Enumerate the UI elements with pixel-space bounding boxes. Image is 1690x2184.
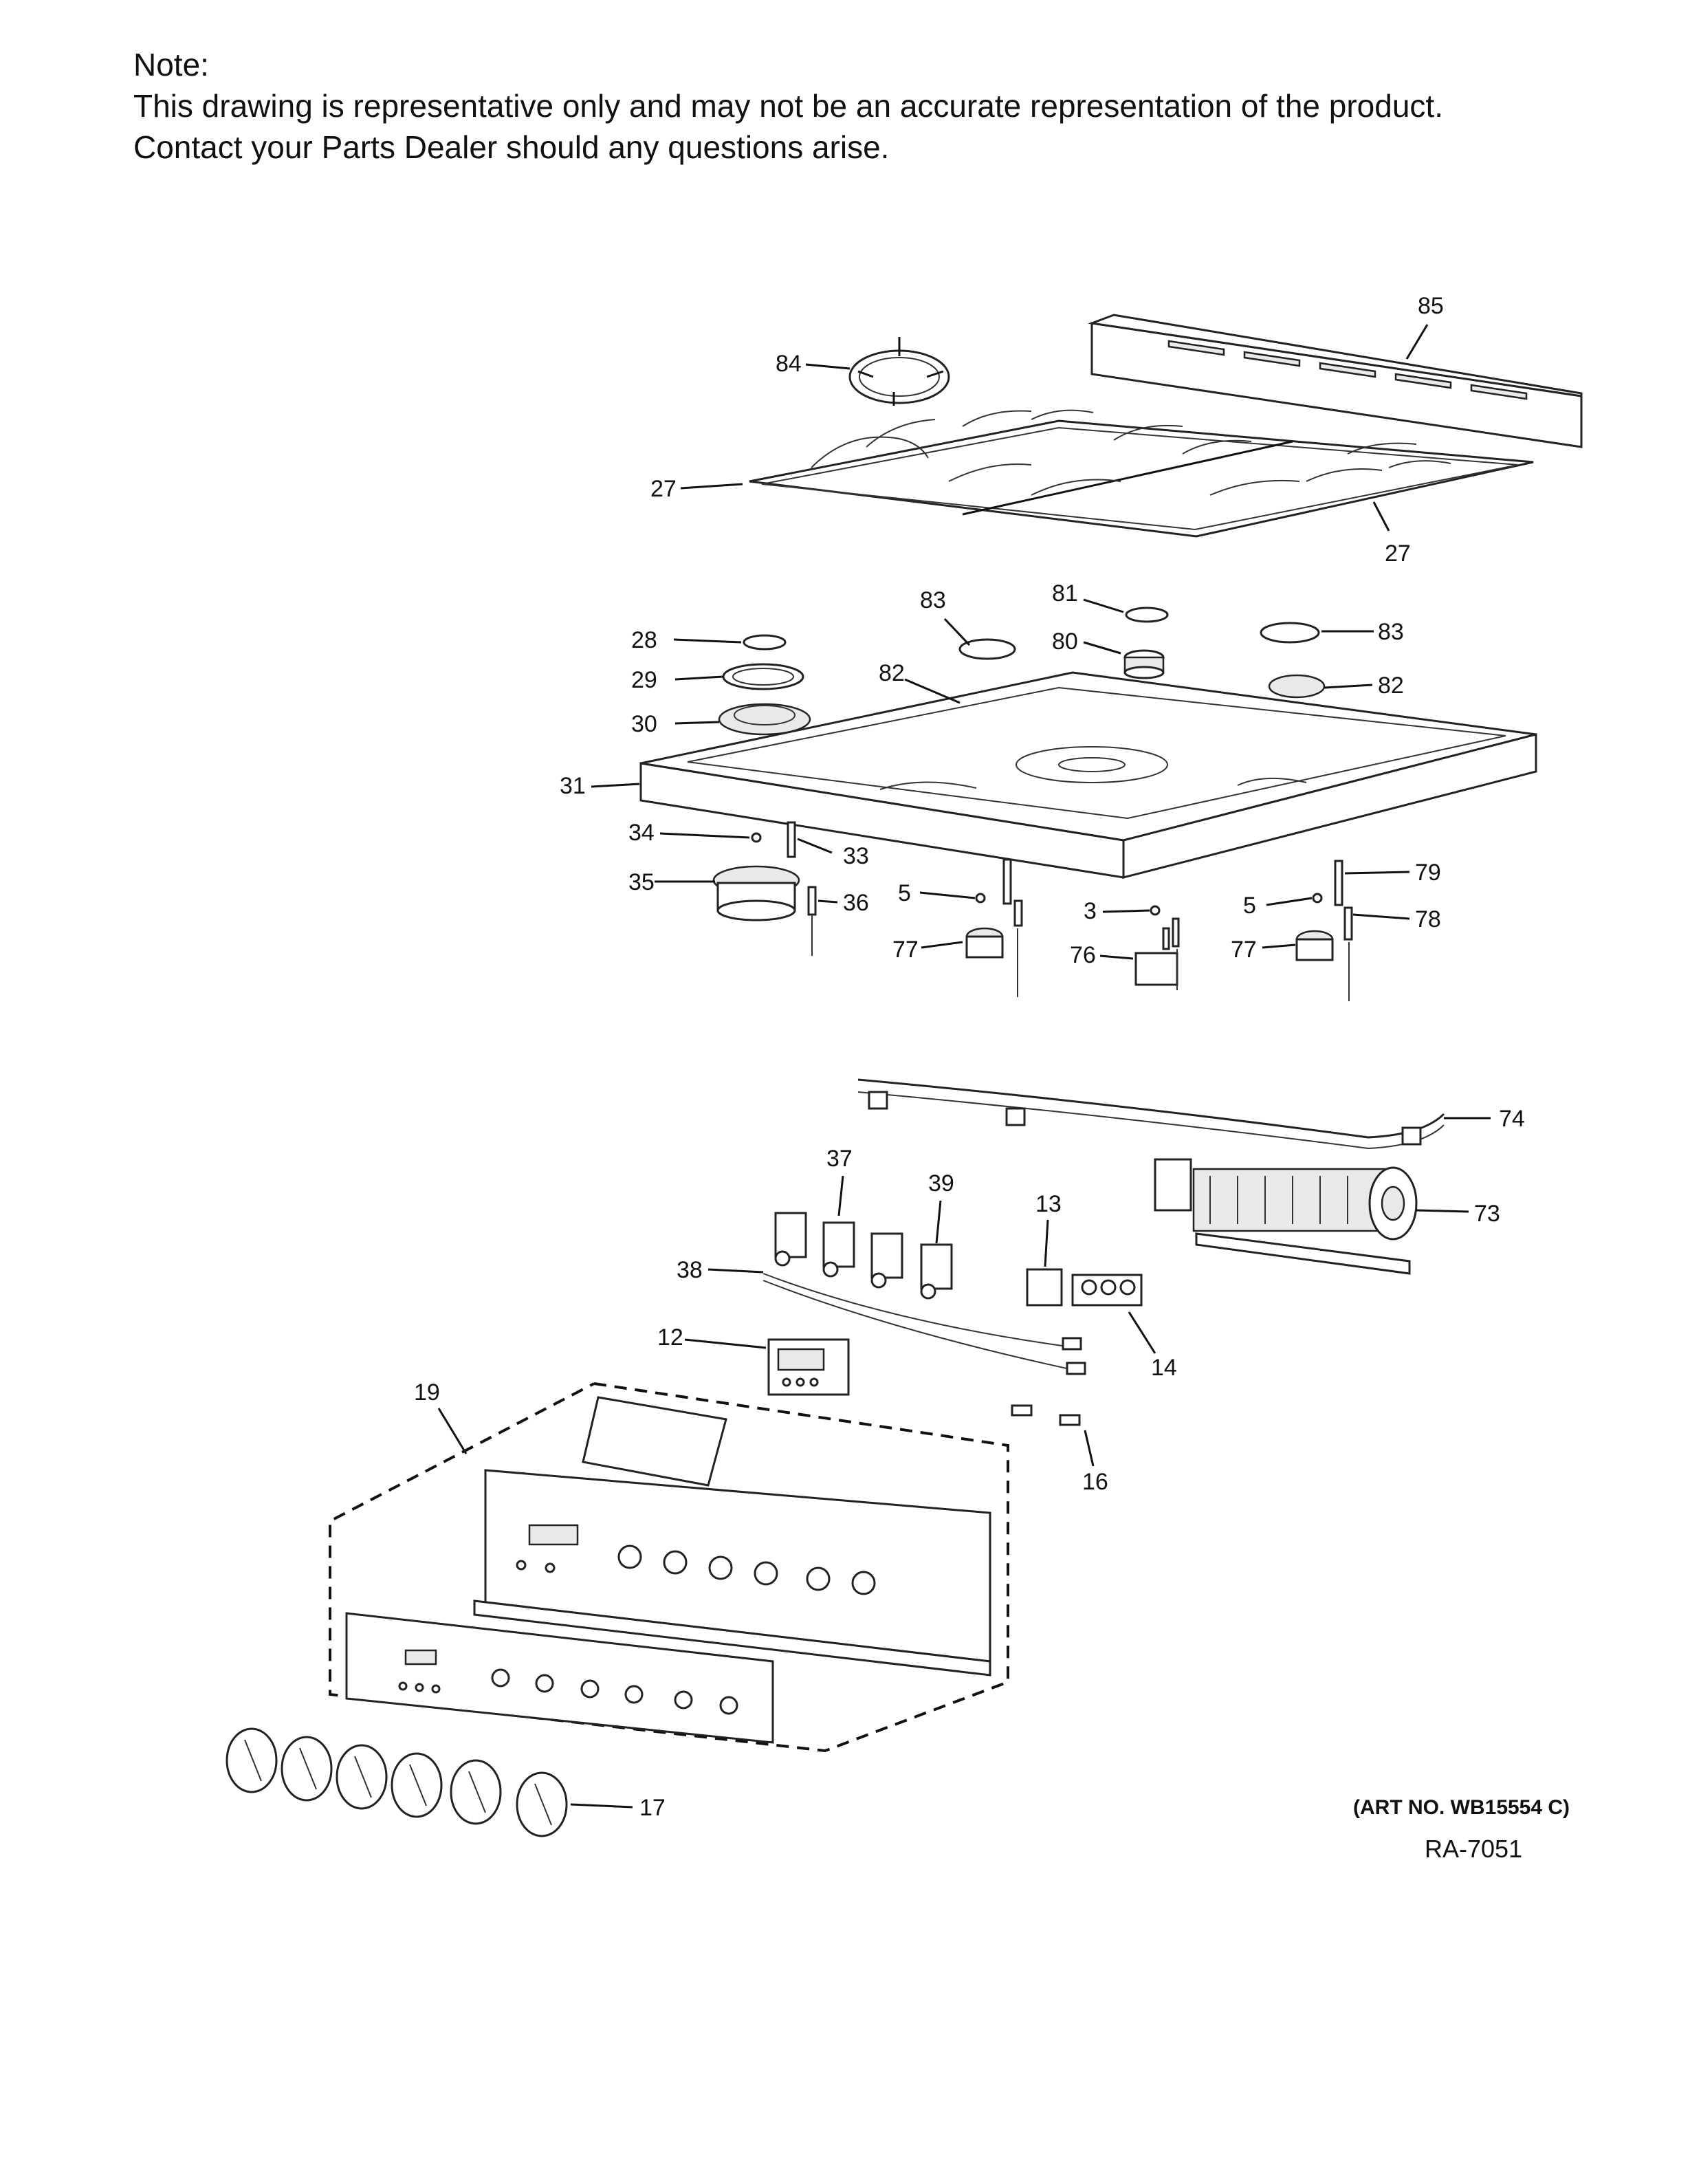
art-number: (ART NO. WB15554 C) <box>1353 1796 1570 1819</box>
callout-85: 85 <box>1418 293 1444 319</box>
callout-77-right: 77 <box>1231 937 1257 963</box>
callout-5-right: 5 <box>1243 893 1256 919</box>
callout-37: 37 <box>826 1146 853 1172</box>
callout-3: 3 <box>1084 898 1097 924</box>
part-73-fan <box>1154 1158 1418 1275</box>
part-17-knobs <box>226 1727 568 1837</box>
callout-28: 28 <box>631 627 657 653</box>
ra-number: RA-7051 <box>1425 1835 1523 1863</box>
callout-77-left: 77 <box>892 937 919 963</box>
part-82-head-right <box>1268 674 1326 699</box>
part-27-grates <box>749 409 1534 538</box>
callout-82-left: 82 <box>879 660 905 686</box>
callout-83-right: 83 <box>1378 619 1404 645</box>
part-85-vent-trim <box>1088 314 1583 448</box>
callout-33: 33 <box>843 843 869 869</box>
callout-39: 39 <box>928 1170 954 1197</box>
part-83-cap-right <box>1260 622 1320 644</box>
callout-34: 34 <box>628 820 655 846</box>
callout-76: 76 <box>1070 942 1096 968</box>
part-30-burner <box>718 703 811 736</box>
part-16-switches <box>1011 1404 1081 1426</box>
callout-74: 74 <box>1499 1106 1525 1132</box>
callout-82-right: 82 <box>1378 673 1404 699</box>
callout-14: 14 <box>1151 1355 1177 1381</box>
part-13-14-ignition <box>1026 1268 1143 1307</box>
callout-84: 84 <box>776 351 802 377</box>
callout-73: 73 <box>1474 1201 1500 1227</box>
burner-bases-group <box>712 821 1353 1001</box>
callout-35: 35 <box>628 869 655 895</box>
callout-31: 31 <box>560 773 586 799</box>
callout-12: 12 <box>657 1324 683 1351</box>
part-31-cooktop <box>639 671 1537 879</box>
callout-17: 17 <box>639 1795 666 1821</box>
disclaimer-note: Note: This drawing is representative onl… <box>133 44 1443 168</box>
callout-79: 79 <box>1415 860 1441 886</box>
callout-36: 36 <box>843 890 869 916</box>
callout-38: 38 <box>677 1257 703 1283</box>
callout-30: 30 <box>631 711 657 737</box>
note-heading: Note: <box>133 47 209 83</box>
leader-lines <box>437 324 1491 1809</box>
part-83-cap-left <box>958 638 1016 660</box>
part-19-control-panel <box>329 1382 1009 1753</box>
callout-81: 81 <box>1052 580 1078 607</box>
callout-19: 19 <box>414 1379 440 1406</box>
callout-29: 29 <box>631 667 657 693</box>
part-37-39-valves <box>762 1212 1086 1375</box>
callout-78: 78 <box>1415 906 1441 932</box>
note-line-2: Contact your Parts Dealer should any que… <box>133 129 890 165</box>
part-12-control <box>767 1338 850 1396</box>
callout-83-left: 83 <box>920 587 946 613</box>
callout-13: 13 <box>1035 1191 1062 1217</box>
callout-80: 80 <box>1052 629 1078 655</box>
note-line-1: This drawing is representative only and … <box>133 88 1443 124</box>
callout-5-left: 5 <box>898 880 911 906</box>
part-81-cap-small <box>1125 607 1169 623</box>
part-84-wok-ring <box>848 337 950 406</box>
part-74-manifold <box>857 1078 1445 1150</box>
callout-27-right: 27 <box>1385 540 1411 567</box>
part-28-cap <box>743 634 787 651</box>
callout-16: 16 <box>1082 1469 1108 1495</box>
callout-labels: 85 84 27 27 83 81 80 83 28 29 82 82 30 3… <box>414 293 1525 1821</box>
callout-27-left: 27 <box>650 476 677 502</box>
